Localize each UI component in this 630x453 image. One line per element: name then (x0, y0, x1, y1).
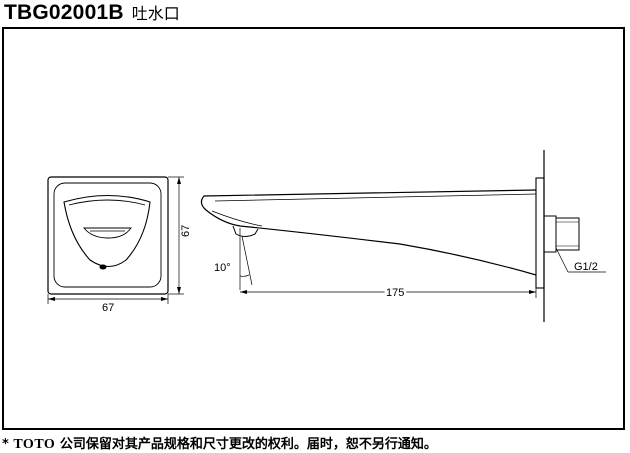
spout-length-dimension (240, 288, 537, 298)
spout-underside-line (211, 210, 263, 227)
model-code: TBG02001B (4, 1, 124, 24)
spout-opening-outline (63, 194, 151, 268)
side-view (200, 150, 580, 322)
footer-notice: * TOTO 公司保留对其产品规格和尺寸更改的权利。届时，恕不另行通知。 (2, 433, 437, 453)
footer-asterisk: * (2, 437, 9, 452)
thread-label: G1/2 (574, 261, 598, 273)
spout-top-highlight (214, 193, 537, 202)
thread-end (555, 217, 580, 251)
angle-label: 10° (214, 262, 231, 274)
footer-text: 公司保留对其产品规格和尺寸更改的权利。届时，恕不另行通知。 (59, 437, 437, 452)
spout-opening-top-edge (68, 199, 146, 206)
spout-length-label: 175 (386, 287, 404, 299)
angle-indicator (239, 228, 253, 290)
spout-outlet-nozzle (232, 225, 259, 237)
drawing-frame (2, 27, 625, 430)
front-height-label: 67 (180, 225, 192, 237)
front-view (47, 176, 169, 295)
spout-body (200, 189, 537, 276)
thread-connector (543, 215, 557, 253)
spout-outlet-slot (83, 227, 132, 239)
mounting-flange (535, 177, 545, 289)
product-name: 吐水口 (131, 4, 180, 23)
footer-brand: TOTO (13, 437, 56, 452)
spout-marker-dot (99, 264, 107, 270)
thread-leader (555, 247, 606, 273)
title-row: TBG02001B 吐水口 (4, 0, 180, 26)
front-height-dimension (168, 176, 184, 295)
front-plate-outer (47, 176, 169, 295)
front-plate-inner (53, 182, 162, 288)
front-width-label: 67 (102, 302, 114, 314)
